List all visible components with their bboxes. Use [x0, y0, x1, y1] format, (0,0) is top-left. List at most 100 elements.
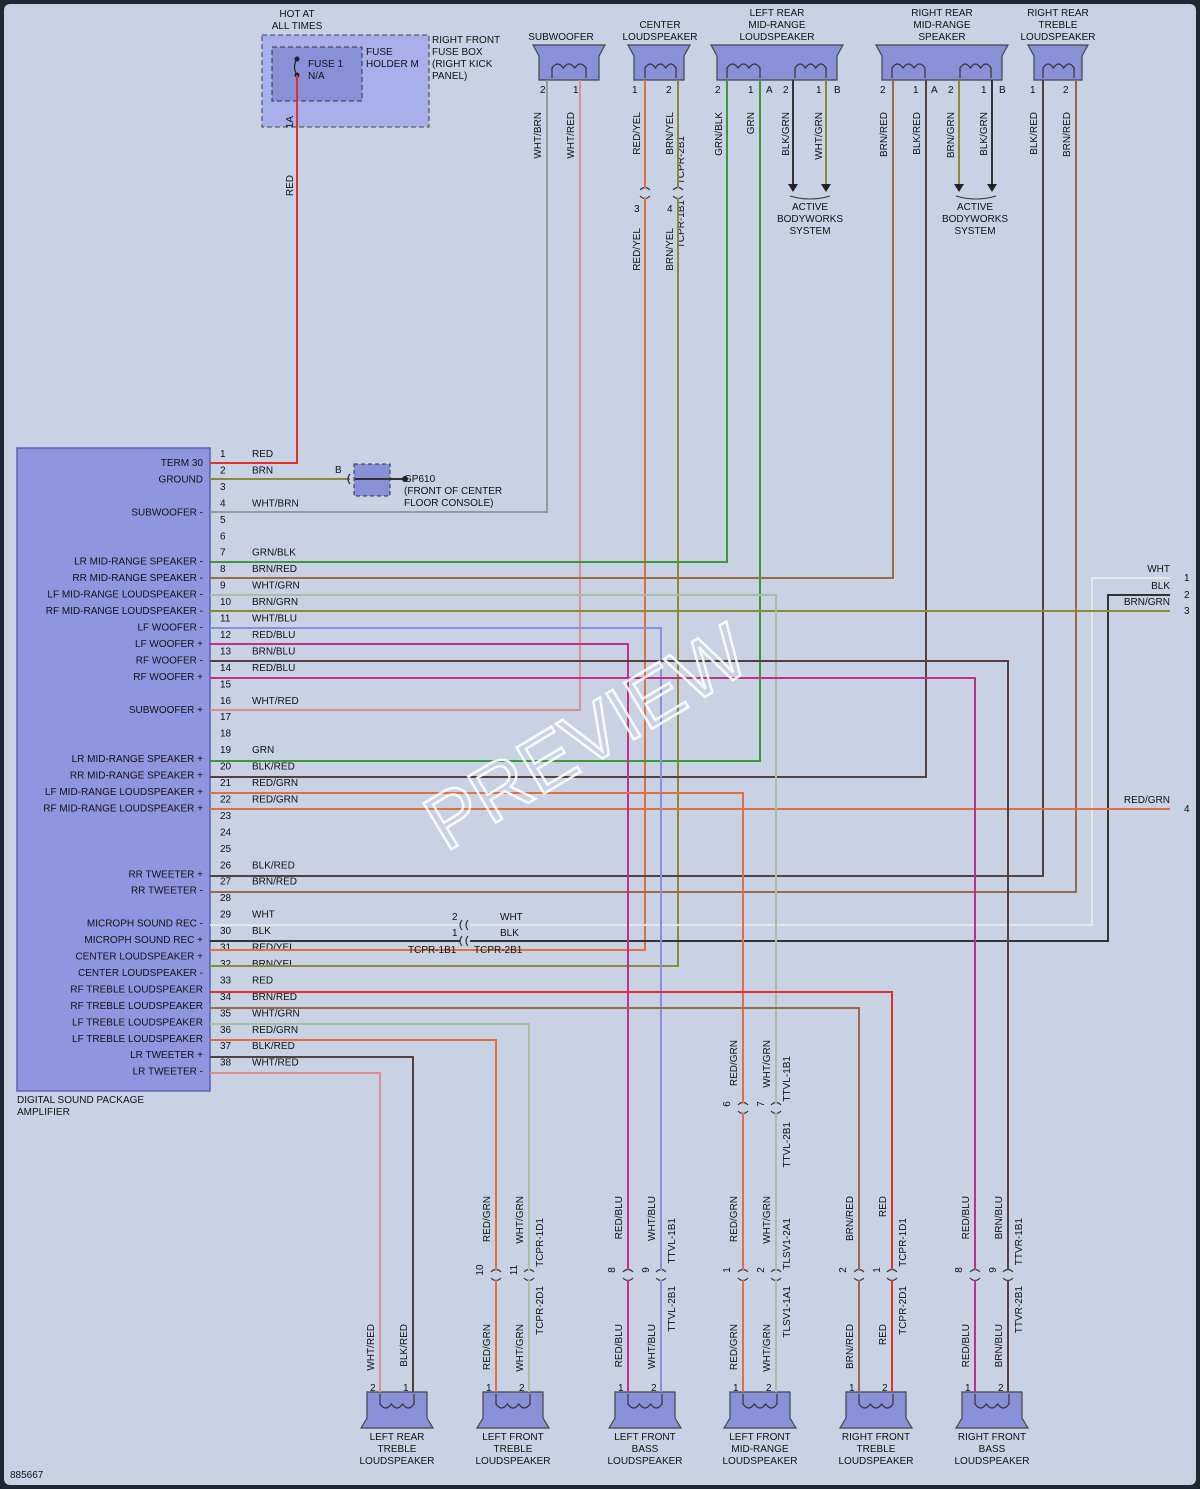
- bottom-speaker: [607, 1391, 683, 1429]
- fuse-pin-label: 1A: [285, 116, 296, 129]
- speaker-pin-label: 1: [573, 85, 579, 96]
- wire-lf-woofer-plus: [210, 643, 629, 1270]
- amp-pin-number: 1: [220, 449, 226, 460]
- wire-lf-treble: [210, 1039, 497, 1270]
- amp-pin-number: 24: [220, 827, 232, 838]
- ground-point-icon: [402, 476, 408, 482]
- connector-label: TTVL-2B1: [667, 1286, 678, 1332]
- wire-label: WHT/GRN: [814, 112, 825, 160]
- speaker-pin-label: 2: [715, 85, 721, 96]
- speaker-pin-label: 2: [948, 85, 954, 96]
- active-bodyworks-label: SYSTEM: [789, 226, 830, 237]
- fuse-box-label: PANEL): [432, 71, 467, 82]
- right-rear-mid-range-speaker: [874, 44, 1010, 81]
- connector-pin-label: 1: [452, 928, 458, 939]
- active-bodyworks-label: BODYWORKS: [942, 214, 1008, 225]
- wire-rf-woofer-plus: [210, 677, 976, 1270]
- amp-pin-function: LF WOOFER +: [135, 639, 203, 650]
- amp-pin-number: 8: [220, 564, 226, 575]
- subwoofer-speaker: [531, 44, 607, 81]
- amp-pin-number: 13: [220, 646, 232, 657]
- amp-pin-function: CENTER LOUDSPEAKER -: [78, 968, 203, 979]
- bottom-speaker-label: LEFT FRONT: [614, 1432, 675, 1443]
- wire-mic-minus: [470, 577, 1170, 926]
- amp-pin-number: 7: [220, 548, 226, 559]
- wire-mic-plus: [470, 594, 1170, 942]
- connector-label: TCPR-1D1: [898, 1218, 909, 1267]
- amp-pin-function: RF TREBLE LOUDSPEAKER: [70, 1001, 203, 1012]
- amp-pin-number: 16: [220, 696, 232, 707]
- preview-watermark: PREVIEW: [409, 606, 763, 867]
- active-bodyworks-label: BODYWORKS: [777, 214, 843, 225]
- amp-wire-label: BRN/RED: [252, 877, 297, 888]
- amp-pin-number: 30: [220, 926, 232, 937]
- amp-pin-function: MICROPH SOUND REC -: [87, 919, 203, 930]
- amp-pin-function: LR MID-RANGE SPEAKER +: [72, 754, 204, 765]
- speaker-pin-label: B: [999, 85, 1006, 96]
- connector-label: TTVR-1B1: [1014, 1218, 1025, 1266]
- bottom-speaker-label: TREBLE: [857, 1444, 896, 1455]
- speaker-pin-label: 1: [816, 85, 822, 96]
- amp-pin-number: 31: [220, 943, 232, 954]
- wire-label: RED/YEL: [632, 112, 643, 155]
- connector-symbol: [459, 919, 469, 931]
- connector-label: TCPR-2D1: [898, 1286, 909, 1335]
- bottom-speaker-label: MID-RANGE: [731, 1444, 789, 1455]
- speaker-coil-icon: [794, 63, 827, 78]
- amp-pin-number: 17: [220, 712, 232, 723]
- amp-wire-label: RED/BLU: [252, 630, 295, 641]
- amp-pin-number: 6: [220, 531, 226, 542]
- wire-center-plus: [210, 198, 646, 951]
- bottom-speaker: [359, 1391, 435, 1429]
- amp-pin-function: CENTER LOUDSPEAKER +: [75, 952, 203, 963]
- connector-label: TTVL-1B1: [782, 1056, 793, 1102]
- amp-pin-number: 2: [220, 465, 226, 476]
- hot-at-all-times-label: ALL TIMES: [272, 21, 323, 32]
- speaker-coil-icon: [959, 63, 992, 78]
- amp-wire-label: GRN/BLK: [252, 548, 296, 559]
- amp-pin-number: 4: [220, 498, 226, 509]
- amp-pin-function: MICROPH SOUND REC +: [84, 935, 203, 946]
- wire-lf-treble: [210, 1023, 530, 1270]
- speaker-pin-label: 2: [540, 85, 546, 96]
- speaker-coil-icon: [858, 1394, 894, 1409]
- active-bodyworks-label: SYSTEM: [954, 226, 995, 237]
- amp-pin-function: LR TWEETER +: [130, 1050, 203, 1061]
- bottom-speaker-label: BASS: [979, 1444, 1006, 1455]
- wire-lf-woofer-minus: [210, 627, 662, 1270]
- pin-label: 4: [1184, 804, 1190, 815]
- speaker-coil-icon: [891, 63, 926, 78]
- wire-subwoofer-minus: [210, 80, 548, 513]
- wire-label: BLK: [500, 928, 519, 939]
- connector-pin-label: 10: [475, 1264, 486, 1276]
- amp-wire-label: BLK/RED: [252, 762, 295, 773]
- center-loudspeaker: [626, 44, 692, 81]
- wire-lr-tweeter-plus: [210, 1056, 414, 1392]
- amp-wire-label: BRN/GRN: [252, 597, 298, 608]
- speaker-pin-label: 2: [880, 85, 886, 96]
- amp-wire-label: BRN/RED: [252, 564, 297, 575]
- amp-pin-number: 11: [220, 614, 231, 625]
- speaker-pin-label: 2: [651, 1383, 657, 1394]
- wire-lf-mid-minus: [210, 594, 777, 1103]
- bottom-speaker-label: LOUDSPEAKER: [838, 1456, 913, 1467]
- right-rear-mid-range-label: RIGHT REAR: [911, 8, 973, 19]
- hot-at-all-times-label: HOT AT: [279, 9, 314, 20]
- bottom-speaker-label: LOUDSPEAKER: [607, 1456, 682, 1467]
- amp-pin-number: 21: [220, 778, 232, 789]
- amp-pin-number: 23: [220, 811, 232, 822]
- connector-pin-label: 3: [634, 204, 640, 215]
- bottom-speaker-label: LOUDSPEAKER: [954, 1456, 1029, 1467]
- amp-pin-function: SUBWOOFER -: [131, 507, 203, 518]
- power-wire-label: RED: [285, 175, 296, 196]
- right-rear-treble-label: LOUDSPEAKER: [1020, 32, 1095, 43]
- amp-wire-label: RED/GRN: [252, 1025, 298, 1036]
- amp-pin-number: 15: [220, 679, 232, 690]
- wire-label: RED/GRN: [729, 1196, 740, 1242]
- amp-pin-number: 26: [220, 860, 232, 871]
- wire-label: RED/GRN: [1124, 795, 1170, 806]
- connector-pin-label: 7: [756, 1101, 767, 1107]
- amp-wire-label: BRN/BLU: [252, 646, 295, 657]
- connector-pin-label: 11: [509, 1264, 520, 1275]
